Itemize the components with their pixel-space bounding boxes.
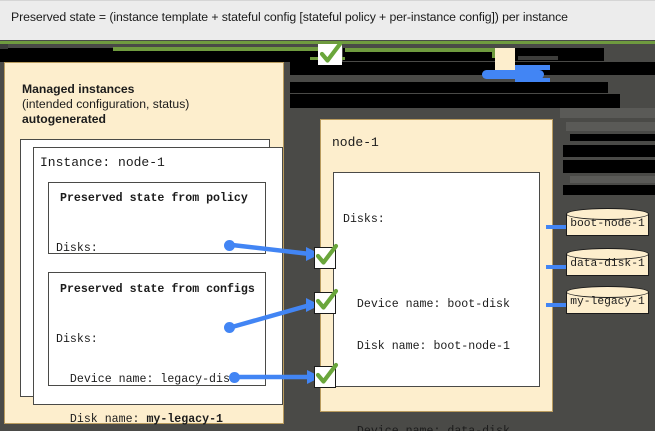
preserved-state-configs-lines: Disks: Device name: legacy-disk Disk nam… [56, 332, 237, 427]
check-legacy-disk [314, 288, 339, 314]
connector-dot-data-disk [224, 240, 235, 251]
disk-cylinder-boot-node-1: boot-node-1 [566, 208, 649, 240]
redaction-bar-right-6 [570, 176, 655, 183]
redaction-bar-right-7 [563, 185, 655, 195]
redaction-shadow-topleft [0, 44, 8, 49]
diagram-caption: Preserved state = (instance template + s… [11, 10, 568, 24]
connector-line-metadata [237, 370, 321, 384]
connector-dot-legacy-disk [224, 322, 235, 333]
redaction-bar-row4 [290, 94, 620, 108]
gray-tick-header [518, 56, 558, 60]
redaction-bar-right-4 [563, 145, 655, 157]
connector-line-data-disk [231, 242, 320, 261]
disk-label: my-legacy-1 [570, 296, 645, 308]
redaction-bar-top-right-2 [604, 48, 655, 61]
check-header [318, 41, 343, 65]
blue-scribble-annotation-2 [500, 65, 550, 70]
connector-line-legacy-disk [231, 298, 320, 330]
header-bar: Preserved state = (instance template + s… [0, 0, 655, 40]
check-data-disk [314, 243, 339, 269]
redaction-bar-top-left [0, 48, 318, 62]
check-metadata-node-id [314, 362, 339, 388]
instance-details-lines: Disks: Device name: boot-disk Disk name:… [343, 213, 510, 431]
connector-dot-metadata [229, 372, 240, 383]
node-label: node-1 [332, 135, 379, 150]
green-highlight-tick [492, 48, 496, 58]
blue-scribble-annotation [482, 70, 544, 79]
managed-instances-title: Managed instances [22, 82, 135, 96]
redaction-bar-right-5 [563, 160, 655, 173]
instance-details-box [333, 172, 540, 387]
disk-cylinder-data-disk-1: data-disk-1 [566, 248, 649, 280]
blue-scribble-annotation-3 [515, 78, 550, 82]
green-divider-rule [0, 41, 655, 44]
redaction-bar-right-2 [566, 122, 655, 131]
green-highlight-stroke [113, 47, 323, 51]
managed-instances-autogenerated: autogenerated [22, 112, 106, 126]
redaction-bar-right-1 [560, 108, 655, 118]
preserved-state-policy-title: Preserved state from policy [60, 192, 248, 205]
header-top-border [0, 0, 655, 1]
redaction-bar-row2 [290, 62, 655, 75]
disk-label: boot-node-1 [570, 218, 645, 230]
redaction-bar-row3 [290, 82, 608, 93]
disk-cylinder-my-legacy-1: my-legacy-1 [566, 286, 649, 318]
redaction-bar-right-3 [570, 134, 655, 141]
disk-label: data-disk-1 [570, 258, 645, 270]
cream-chip-header [495, 48, 515, 70]
disk-link-legacy [546, 303, 570, 307]
disk-link-boot [546, 225, 570, 229]
instance-label: Instance: node-1 [40, 155, 165, 170]
disk-link-data [546, 265, 570, 269]
green-highlight-stroke-2 [345, 48, 505, 52]
preserved-state-configs-title: Preserved state from configs [60, 283, 255, 296]
managed-instances-subtitle: (intended configuration, status) [22, 97, 190, 111]
